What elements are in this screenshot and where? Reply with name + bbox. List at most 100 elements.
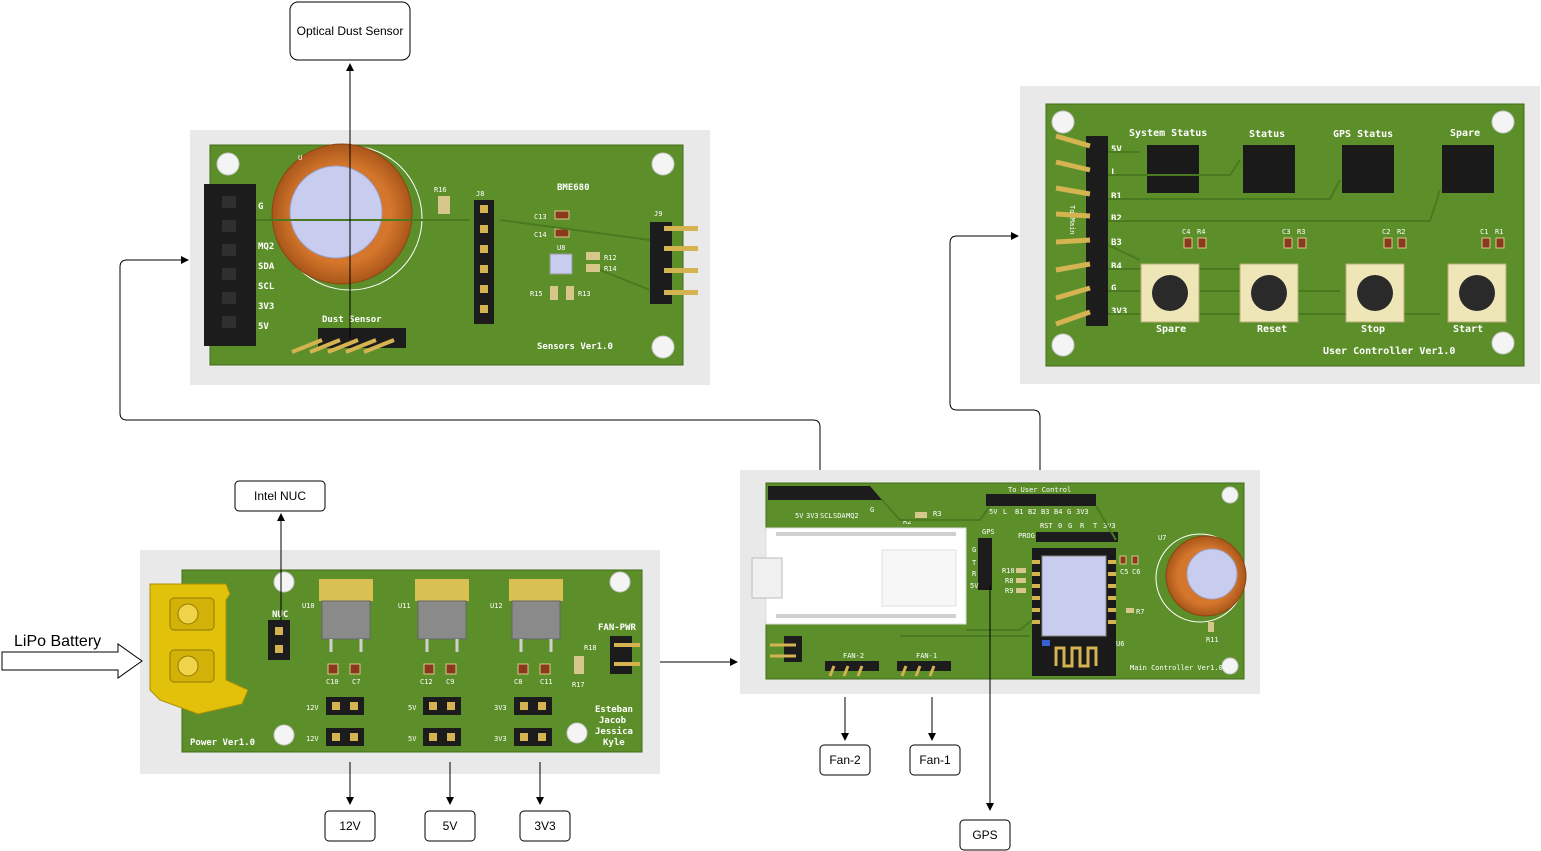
sensors-board: G MQ2 SDA SCL 3V3 5V U R16 J8 J9 BME680 (190, 130, 710, 385)
pin-label: B1 (1111, 192, 1122, 202)
optical-dust-sensor-label: Optical Dust Sensor (297, 24, 404, 38)
part-label: R3 (933, 510, 941, 518)
pin-label: 3V3 (1076, 508, 1089, 516)
part-label: C10 (326, 678, 339, 686)
part-label: J9 (654, 210, 662, 218)
pin-label: SCL (258, 282, 275, 292)
pin-label: B2 (1111, 214, 1122, 224)
part-label: U12 (490, 602, 503, 610)
pin-label: SCL (820, 512, 833, 520)
pin-label: B4 (1111, 262, 1122, 272)
author: Jessica (595, 726, 633, 737)
nuc-label: NUC (272, 610, 288, 620)
pin-label: MQ2 (846, 512, 859, 520)
pin-label: SDA (833, 512, 846, 520)
pin-label: 5V (795, 512, 804, 520)
rail-label: 5V (408, 735, 417, 743)
sensors-title: Sensors Ver1.0 (537, 342, 613, 352)
fan2-header-label: FAN-2 (843, 652, 864, 660)
pin-label: G (870, 506, 874, 514)
part-label: C14 (534, 231, 547, 239)
pin-label: G (258, 202, 263, 212)
user-controller-board: 5V L B1 B2 B3 B4 G 3V3 To Main System St… (1020, 86, 1540, 384)
led-label: System Status (1129, 128, 1207, 139)
part-label: R4 (1197, 228, 1205, 236)
pin-label: T (1093, 522, 1098, 530)
power-board: NUC U10 U11 U12 C10 C7 C12 C9 (140, 550, 660, 774)
led-label: Spare (1450, 128, 1480, 139)
pin-label: 5V (989, 508, 998, 516)
part-label: R18 (584, 644, 597, 652)
part-label: C2 (1382, 228, 1390, 236)
pin-label: R (1080, 522, 1085, 530)
gps-box: GPS (959, 819, 1011, 851)
pin-label: MQ2 (258, 242, 274, 252)
pin-label: B3 (1111, 238, 1122, 248)
out-12v-label: 12V (339, 819, 360, 833)
pin-label: L (1111, 168, 1117, 178)
pin-label: B2 (1028, 508, 1036, 516)
part-label: R14 (604, 265, 617, 273)
pin-label: L (1003, 508, 1007, 516)
fan2-box: Fan-2 (819, 744, 871, 776)
user-ctrl-label: To User Control (1008, 486, 1071, 494)
pin-label: B1 (1015, 508, 1023, 516)
header-label: To Main (1068, 205, 1076, 235)
fan1-header-label: FAN-1 (916, 652, 937, 660)
rail-label: 12V (306, 735, 319, 743)
gps-header-label: GPS (982, 528, 995, 536)
out-5v-label: 5V (443, 819, 458, 833)
part-label: R9 (1005, 587, 1013, 595)
pin-label: R (972, 570, 977, 578)
pin-label: B4 (1054, 508, 1062, 516)
pin-label: T (972, 559, 977, 567)
intel-nuc-label: Intel NUC (254, 489, 306, 503)
dust-label: Dust Sensor (322, 315, 382, 325)
pin-label: B3 (1041, 508, 1049, 516)
part-label: U7 (1158, 534, 1166, 542)
part-label: R12 (604, 254, 617, 262)
part-label: C13 (534, 213, 547, 221)
part-label: R8 (1005, 577, 1013, 585)
part-label: R17 (572, 681, 585, 689)
part-label: U11 (398, 602, 411, 610)
author: Esteban (595, 705, 633, 715)
author: Kyle (603, 738, 625, 748)
part-label: C12 (420, 678, 433, 686)
part-label: R15 (530, 290, 543, 298)
pin-label: 5V (258, 322, 269, 332)
button-label: Start (1453, 324, 1483, 335)
fan1-box: Fan-1 (909, 744, 961, 776)
power-title: Power Ver1.0 (190, 738, 255, 748)
pin-label: G (1068, 522, 1072, 530)
part-label: C6 (1132, 568, 1140, 576)
pin-label: 3V3 (806, 512, 819, 520)
part-label: R1 (1495, 228, 1503, 236)
part-label: R3 (1297, 228, 1305, 236)
pin-label: RST (1040, 522, 1053, 530)
button-label: Spare (1156, 324, 1186, 335)
intel-nuc-box: Intel NUC (234, 480, 326, 512)
pin-label: G (1067, 508, 1071, 516)
prog-label: PROG (1018, 532, 1035, 540)
bme-label: BME680 (557, 183, 590, 193)
pin-label: G (1111, 284, 1116, 294)
user-title: User Controller Ver1.0 (1323, 346, 1455, 357)
connectors (119, 63, 1041, 811)
part-label: C4 (1182, 228, 1190, 236)
part-label: R13 (578, 290, 591, 298)
main-title: Main Controller Ver1.0 (1130, 664, 1223, 672)
pin-label: 5V (970, 582, 979, 590)
author: Jacob (599, 716, 627, 726)
part-label: C1 (1480, 228, 1488, 236)
rail-label: 3V3 (494, 735, 507, 743)
fan2-label: Fan-2 (829, 753, 861, 767)
part-label: U8 (557, 244, 565, 252)
rail-label: 12V (306, 704, 319, 712)
out-5v-box: 5V (424, 810, 476, 842)
main-controller-board: 5V 3V3 SCL SDA MQ2 G To User Control 5V … (740, 470, 1260, 694)
part-label: R2 (1397, 228, 1405, 236)
fan1-label: Fan-1 (919, 753, 951, 767)
part-label: C7 (352, 678, 360, 686)
pin-label: 5V (1111, 145, 1122, 155)
